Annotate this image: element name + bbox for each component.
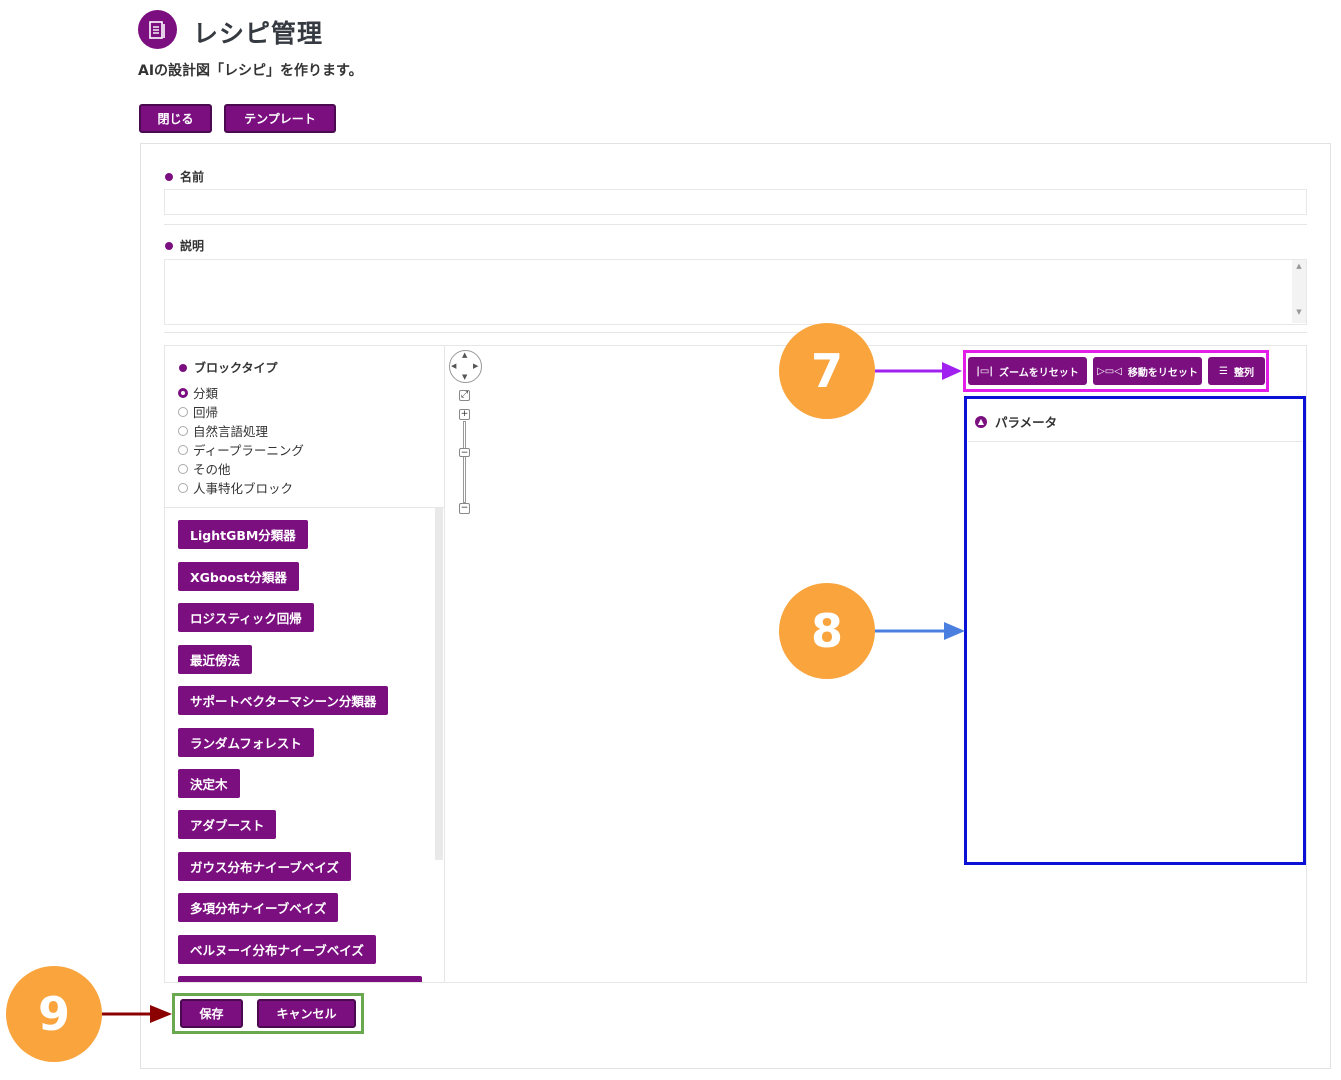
radio-icon[interactable] bbox=[178, 425, 188, 436]
radio-icon[interactable] bbox=[178, 482, 188, 493]
zoom-slider-track[interactable] bbox=[463, 421, 466, 503]
fit-screen-icon[interactable]: ⤢ bbox=[459, 390, 470, 401]
block-list: LightGBM分類器 XGboost分類器 ロジスティック回帰 最近傍法 サポ… bbox=[165, 508, 444, 982]
radio-icon[interactable] bbox=[178, 463, 188, 474]
reset-zoom-button[interactable]: |▭|ズームをリセット bbox=[968, 357, 1087, 385]
recipe-form-panel bbox=[140, 143, 1331, 1069]
radio-option-regression[interactable]: 回帰 bbox=[178, 402, 304, 421]
radio-option-classification[interactable]: 分類 bbox=[178, 383, 304, 402]
parameters-panel bbox=[964, 396, 1306, 865]
zoom-slider-handle[interactable]: − bbox=[459, 448, 470, 458]
block-button[interactable]: 多項分布ナイーブベイズ bbox=[178, 893, 339, 922]
callout-eight: 8 bbox=[779, 583, 875, 679]
radio-option-other[interactable]: その他 bbox=[178, 459, 304, 478]
divider bbox=[164, 224, 1307, 225]
radio-option-nlp[interactable]: 自然言語処理 bbox=[178, 421, 304, 440]
divider bbox=[164, 332, 1307, 333]
reset-zoom-icon: |▭| bbox=[976, 365, 994, 377]
footer-highlight bbox=[172, 993, 364, 1034]
block-button[interactable]: 最近傍法 bbox=[178, 645, 253, 674]
zoom-out-icon[interactable]: − bbox=[459, 503, 470, 514]
name-input[interactable] bbox=[164, 189, 1307, 215]
block-button-partial[interactable] bbox=[178, 976, 422, 982]
save-button[interactable]: 保存 bbox=[180, 999, 243, 1028]
align-button[interactable]: ☰整列 bbox=[1208, 357, 1265, 385]
canvas-toolbar-highlight bbox=[963, 350, 1269, 392]
radio-icon[interactable] bbox=[178, 406, 188, 417]
block-button[interactable]: ロジスティック回帰 bbox=[178, 603, 314, 632]
radio-checked-icon[interactable] bbox=[178, 387, 188, 398]
block-list-scrollbar[interactable] bbox=[435, 508, 443, 860]
callout-seven: 7 bbox=[779, 323, 875, 419]
block-button[interactable]: XGboost分類器 bbox=[178, 562, 299, 591]
arrow-eight bbox=[875, 622, 965, 640]
block-button[interactable]: LightGBM分類器 bbox=[178, 520, 308, 549]
radio-icon[interactable] bbox=[178, 444, 188, 455]
block-button[interactable]: ベルヌーイ分布ナイーブベイズ bbox=[178, 935, 376, 964]
collapse-chevron-icon[interactable]: ▲ bbox=[975, 415, 987, 428]
radio-option-hr[interactable]: 人事特化ブロック bbox=[178, 478, 304, 497]
callout-nine: 9 bbox=[6, 966, 102, 1062]
editor-divider bbox=[444, 345, 445, 983]
block-type-label: ブロックタイプ bbox=[179, 359, 278, 376]
pan-control-icon[interactable]: ▲ ▼ ◀ ▶ bbox=[449, 350, 482, 383]
page-subtitle: AIの設計図「レシピ」を作ります。 bbox=[138, 63, 363, 79]
block-button[interactable]: ガウス分布ナイーブベイズ bbox=[178, 852, 351, 881]
bullet-dot-icon bbox=[165, 172, 173, 181]
divider bbox=[165, 507, 444, 508]
description-scrollbar[interactable]: ▲ ▼ bbox=[1292, 260, 1306, 323]
name-label: 名前 bbox=[165, 168, 204, 185]
block-button[interactable]: アダブースト bbox=[178, 810, 277, 839]
reset-move-icon: ▷▭◁ bbox=[1097, 365, 1122, 377]
description-label: 説明 bbox=[165, 237, 204, 254]
zoom-in-icon[interactable]: + bbox=[459, 409, 470, 420]
block-button[interactable]: サポートベクターマシーン分類器 bbox=[178, 686, 389, 715]
arrow-nine bbox=[102, 1005, 172, 1023]
block-button[interactable]: ランダムフォレスト bbox=[178, 728, 314, 757]
parameters-header[interactable]: ▲ パラメータ bbox=[975, 412, 1057, 431]
description-textarea[interactable] bbox=[164, 259, 1307, 325]
bullet-dot-icon bbox=[179, 363, 187, 372]
radio-option-deep-learning[interactable]: ディープラーニング bbox=[178, 440, 304, 459]
block-type-radio-group: 分類 回帰 自然言語処理 ディープラーニング その他 人事特化ブロック bbox=[178, 383, 304, 497]
recipe-document-icon bbox=[138, 10, 177, 49]
bullet-dot-icon bbox=[165, 241, 173, 250]
align-icon: ☰ bbox=[1219, 365, 1228, 377]
page-title: レシピ管理 bbox=[193, 19, 324, 48]
block-button[interactable]: 決定木 bbox=[178, 769, 240, 798]
divider bbox=[968, 441, 1302, 442]
template-button[interactable]: テンプレート bbox=[224, 104, 336, 133]
recipe-editor bbox=[164, 345, 1307, 983]
arrow-seven bbox=[875, 362, 962, 380]
reset-move-button[interactable]: ▷▭◁移動をリセット bbox=[1093, 357, 1202, 385]
cancel-button[interactable]: キャンセル bbox=[257, 999, 356, 1028]
close-button[interactable]: 閉じる bbox=[139, 104, 212, 133]
